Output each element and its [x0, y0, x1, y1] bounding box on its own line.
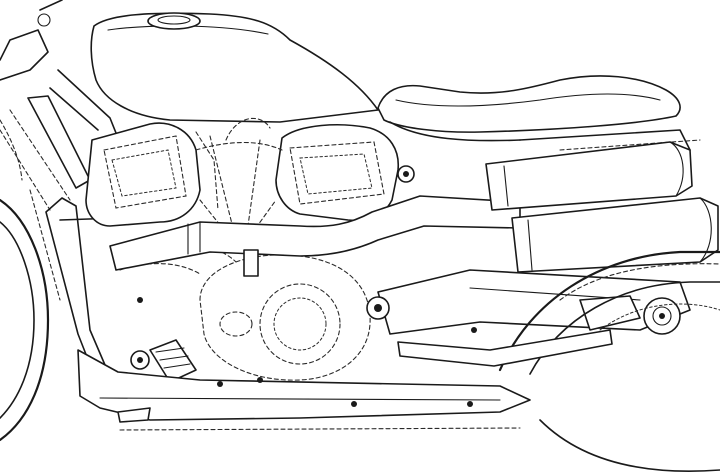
rear-subframe — [519, 129, 701, 151]
seat — [377, 75, 681, 142]
lower-exhaust-muffler — [511, 197, 719, 273]
front-forks — [0, 0, 91, 211]
front-wheel — [0, 119, 50, 442]
front-cylinder — [85, 122, 219, 227]
lower-link — [397, 329, 613, 367]
primary-cover — [199, 254, 391, 381]
fuel-tank — [90, 12, 379, 123]
upper-exhaust-muffler — [485, 141, 693, 211]
footpeg — [149, 339, 197, 383]
rear-cylinder — [275, 124, 415, 222]
skid-plate — [77, 349, 531, 431]
engine-bolts — [130, 297, 477, 387]
rear-axle — [579, 295, 681, 335]
fuel-cap — [147, 12, 201, 30]
